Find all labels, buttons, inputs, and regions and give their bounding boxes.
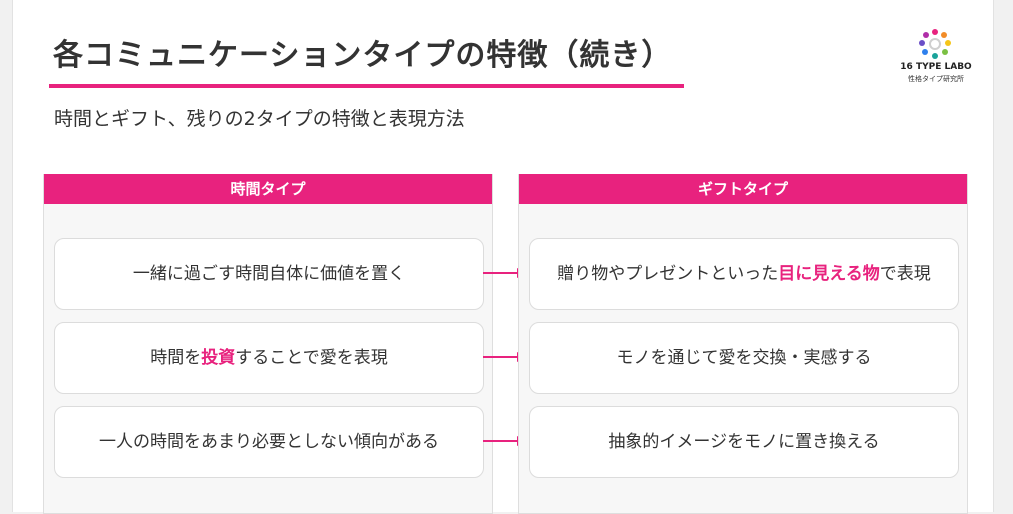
highlight-text: 投資 xyxy=(201,348,236,368)
gift-type-column: ギフトタイプ 贈り物やプレゼントといった目に見える物で表現 モノを通じて愛を交換… xyxy=(518,174,968,514)
logo-name: 16 TYPE LABO xyxy=(900,62,972,72)
page-title: 各コミュニケーションタイプの特徴（続き） xyxy=(53,38,673,73)
feature-card: 一緒に過ごす時間自体に価値を置く xyxy=(54,238,484,310)
feature-card: 贈り物やプレゼントといった目に見える物で表現 xyxy=(529,238,959,310)
title-underline xyxy=(49,84,684,88)
logo-tagline: 性格タイプ研究所 xyxy=(908,75,964,83)
feature-card: 抽象的イメージをモノに置き換える xyxy=(529,406,959,478)
highlight-text: 目に見える物 xyxy=(778,264,880,284)
slide: 各コミュニケーションタイプの特徴（続き） 時間とギフト、残りの2タイプの特徴と表… xyxy=(12,0,994,514)
page-subtitle: 時間とギフト、残りの2タイプの特徴と表現方法 xyxy=(54,108,465,130)
column-header: ギフトタイプ xyxy=(519,174,967,204)
time-type-column: 時間タイプ 一緒に過ごす時間自体に価値を置く 時間を投資することで愛を表現 一人… xyxy=(43,174,493,514)
feature-card: モノを通じて愛を交換・実感する xyxy=(529,322,959,394)
feature-card: 一人の時間をあまり必要としない傾向がある xyxy=(54,406,484,478)
people-circle-logo-icon xyxy=(919,29,951,59)
logo: 16 TYPE LABO 性格タイプ研究所 xyxy=(893,28,979,88)
feature-card: 時間を投資することで愛を表現 xyxy=(54,322,484,394)
column-header: 時間タイプ xyxy=(44,174,492,204)
